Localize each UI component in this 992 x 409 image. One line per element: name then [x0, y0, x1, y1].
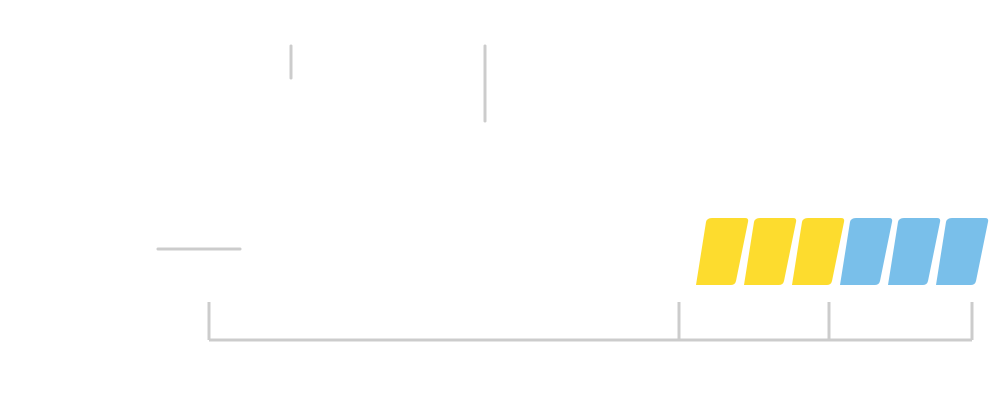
stripe-yellow-3	[792, 218, 845, 285]
stripe-blue-6	[936, 218, 989, 285]
stripe-yellow-2	[744, 218, 797, 285]
stripe-bar	[696, 218, 989, 285]
stripe-blue-5	[888, 218, 941, 285]
stripe-yellow-1	[696, 218, 749, 285]
stripe-blue-4	[840, 218, 893, 285]
bottom-bracket	[207, 302, 974, 342]
